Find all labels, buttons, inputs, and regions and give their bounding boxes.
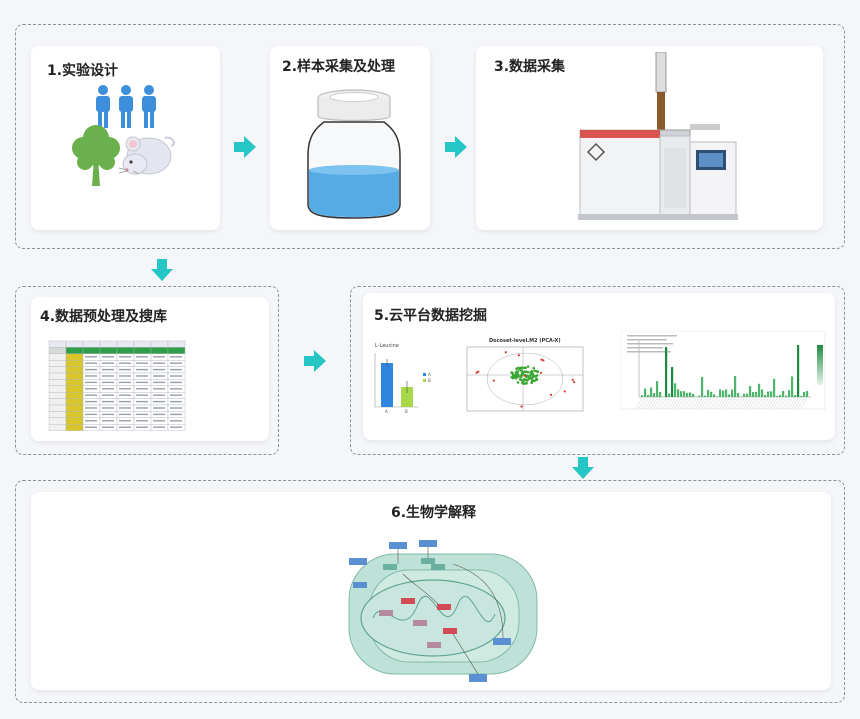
importance-bar-chart — [621, 331, 826, 410]
step-3-label: 3.数据采集 — [494, 59, 566, 75]
row-1-group — [15, 24, 845, 249]
bar-legend-a: A — [428, 372, 431, 377]
step-6-label: 6.生物学解释 — [391, 505, 477, 521]
sample-jar-icon — [307, 89, 401, 219]
row-2-right-group — [350, 286, 845, 455]
step-5-label: 5.云平台数据挖掘 — [374, 308, 488, 324]
step-1-label: 1.实验设计 — [47, 63, 119, 79]
step-4-card: 4.数据预处理及搜库 — [31, 297, 269, 441]
pca-scatter-plot: Docoset-level.M2 (PCA-X) — [466, 338, 584, 412]
bar-chart-title: L-Leucine — [375, 343, 399, 349]
bar-legend-b: B — [428, 378, 431, 383]
step-3-card: 3.数据采集 — [476, 46, 823, 230]
mouse-icon — [118, 136, 175, 175]
gc-ms-instrument-icon — [578, 52, 738, 220]
arrow-right-icon — [445, 136, 467, 158]
pca-title: Docoset-level.M2 (PCA-X) — [489, 338, 561, 344]
bar-category-b: B — [405, 409, 408, 414]
pathway-diagram — [348, 540, 538, 682]
bar-category-a: A — [385, 409, 388, 414]
step-2-card: 2.样本采集及处理 — [270, 46, 430, 230]
bar-a — [381, 363, 393, 407]
row-3-group — [15, 480, 845, 703]
data-table-icon — [48, 340, 186, 431]
bar-chart: L-Leucine A B A B — [374, 343, 431, 414]
arrow-right-icon — [234, 136, 256, 158]
tree-icon — [72, 125, 120, 186]
row-2-left-group — [15, 286, 279, 455]
bar-b — [401, 387, 413, 407]
step-4-label: 4.数据预处理及搜库 — [40, 309, 168, 325]
step-5-card: 5.云平台数据挖掘 L-Leucine A B A B Docoset-leve… — [363, 293, 835, 440]
step-6-card: 6.生物学解释 — [31, 492, 831, 690]
step-2-label: 2.样本采集及处理 — [282, 59, 396, 75]
step-1-card: 1.实验设计 — [31, 46, 220, 230]
arrow-down-icon — [151, 259, 173, 281]
people-icon — [96, 85, 156, 128]
arrow-right-icon — [304, 350, 326, 372]
arrow-down-icon — [572, 457, 594, 479]
